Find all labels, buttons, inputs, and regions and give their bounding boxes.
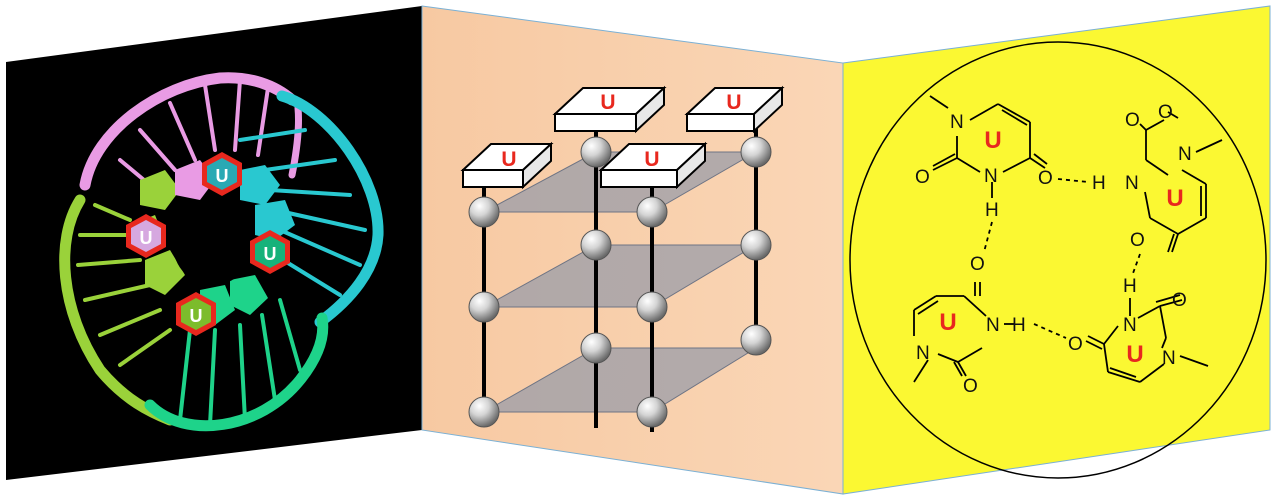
- u-label: U: [264, 244, 277, 264]
- oxygen-atom: O: [1130, 230, 1145, 251]
- right-panel: N N O O H H N O N O O O N H N O H N O N …: [842, 5, 1271, 495]
- u-label: U: [939, 309, 956, 336]
- sphere: [636, 396, 668, 428]
- nitrogen-atom: N: [1162, 348, 1176, 369]
- oxygen-atom: O: [1158, 102, 1173, 123]
- nitrogen-atom: N: [1123, 315, 1137, 336]
- nitrogen-atom: N: [950, 112, 964, 133]
- sphere: [636, 291, 668, 323]
- u-marker-bottom: U: [176, 292, 216, 336]
- oxygen-atom: O: [1038, 168, 1053, 189]
- sphere: [580, 229, 612, 261]
- sphere: [636, 196, 668, 228]
- middle-panel: U U U U: [421, 5, 844, 495]
- strand-teal: [144, 298, 329, 432]
- sphere: [580, 332, 612, 364]
- nitrogen-atom: N: [1178, 144, 1192, 165]
- hydrogen-atom: H: [1012, 315, 1026, 336]
- u-label: U: [644, 148, 659, 171]
- u-marker-top: U: [202, 152, 242, 196]
- oxygen-atom: O: [1172, 290, 1187, 311]
- u-label: U: [216, 166, 229, 186]
- u-tile-back-left: U: [552, 85, 667, 134]
- atom-labels: N N O O H H N O N O O O N H N O H N O N …: [915, 102, 1192, 397]
- u-label: U: [1126, 341, 1143, 368]
- oxygen-atom: O: [915, 167, 930, 188]
- u-tile-front-right: U: [598, 141, 708, 190]
- u-tile-back-right: U: [684, 85, 785, 134]
- sphere: [740, 136, 772, 168]
- hydrogen-atom: H: [1123, 276, 1137, 297]
- hydrogen-atom: H: [1092, 173, 1106, 194]
- oxygen-atom: O: [963, 376, 978, 397]
- sphere: [740, 229, 772, 261]
- oxygen-atom: O: [1068, 334, 1083, 355]
- oxygen-atom: O: [1125, 110, 1140, 131]
- u-marker-right: U: [250, 230, 290, 274]
- hydrogen-bonds: [983, 178, 1141, 339]
- u-label: U: [726, 91, 741, 114]
- nitrogen-atom: N: [984, 166, 998, 187]
- u-label: U: [1166, 185, 1183, 212]
- nitrogen-atom: N: [986, 315, 1000, 336]
- sphere: [468, 291, 500, 323]
- u-tile-front-left: U: [460, 141, 554, 190]
- u-label: U: [984, 127, 1001, 154]
- u-marker-left: U: [126, 214, 166, 258]
- u-label: U: [190, 306, 203, 326]
- sphere: [468, 196, 500, 228]
- tetrad-circle: [849, 41, 1267, 479]
- spheres: [468, 136, 772, 428]
- u-label: U: [501, 148, 516, 171]
- base-labels: U U U U: [939, 127, 1183, 368]
- nitrogen-atom: N: [916, 343, 930, 364]
- left-panel: U U U U: [6, 6, 422, 480]
- nitrogen-atom: N: [1125, 173, 1139, 194]
- u-label: U: [140, 228, 153, 248]
- sphere: [468, 396, 500, 428]
- hydrogen-atom: H: [985, 200, 999, 221]
- sphere: [580, 136, 612, 168]
- sphere: [740, 324, 772, 356]
- u-label: U: [600, 91, 615, 114]
- bonds: [913, 95, 1223, 383]
- oxygen-atom: O: [970, 254, 985, 275]
- right-panel-background: [842, 5, 1271, 495]
